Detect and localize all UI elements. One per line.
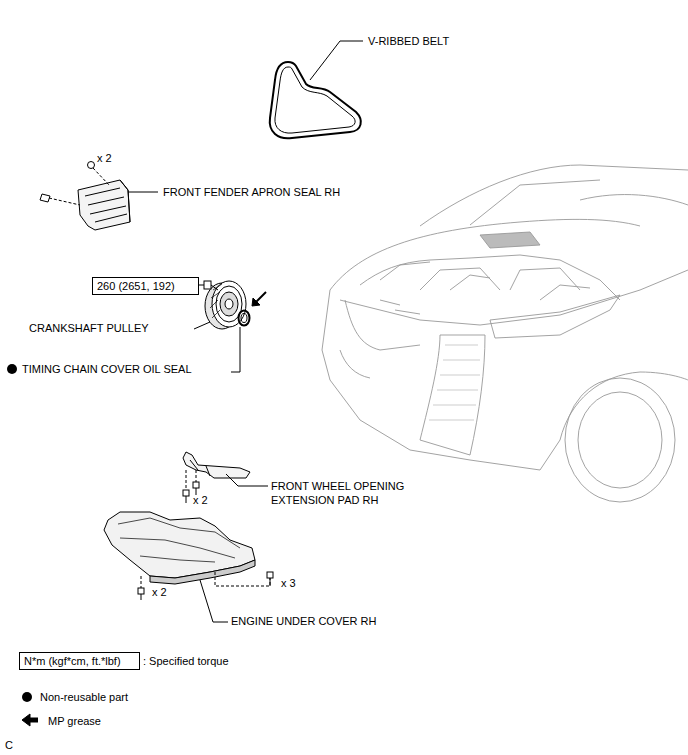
part-name: TIMING CHAIN COVER OIL SEAL [22, 362, 192, 376]
quantity: x 2 [152, 585, 167, 599]
quantity: x 2 [97, 151, 112, 165]
torque-box: 260 (2651, 192) [92, 277, 199, 295]
part-name: ENGINE UNDER COVER RH [231, 614, 376, 628]
box-text: N*m (kgf*cm, ft.*lbf) [24, 654, 135, 668]
legend-text: : Specified torque [143, 654, 229, 668]
part-name: FRONT WHEEL OPENING EXTENSION PAD RH [271, 479, 421, 507]
part-name: V-RIBBED BELT [368, 34, 449, 48]
box-text: 260 (2651, 192) [97, 279, 194, 293]
quantity: x 3 [281, 576, 296, 590]
part-name: CRANKSHAFT PULLEY [29, 321, 149, 335]
part-name: FRONT FENDER APRON SEAL RH [163, 185, 340, 199]
legend-text: Non-reusable part [40, 690, 128, 704]
figure-code: C [5, 738, 13, 752]
quantity: x 2 [193, 493, 208, 507]
legend-torque-box: N*m (kgf*cm, ft.*lbf) [19, 652, 140, 670]
legend-text: MP grease [48, 714, 101, 728]
